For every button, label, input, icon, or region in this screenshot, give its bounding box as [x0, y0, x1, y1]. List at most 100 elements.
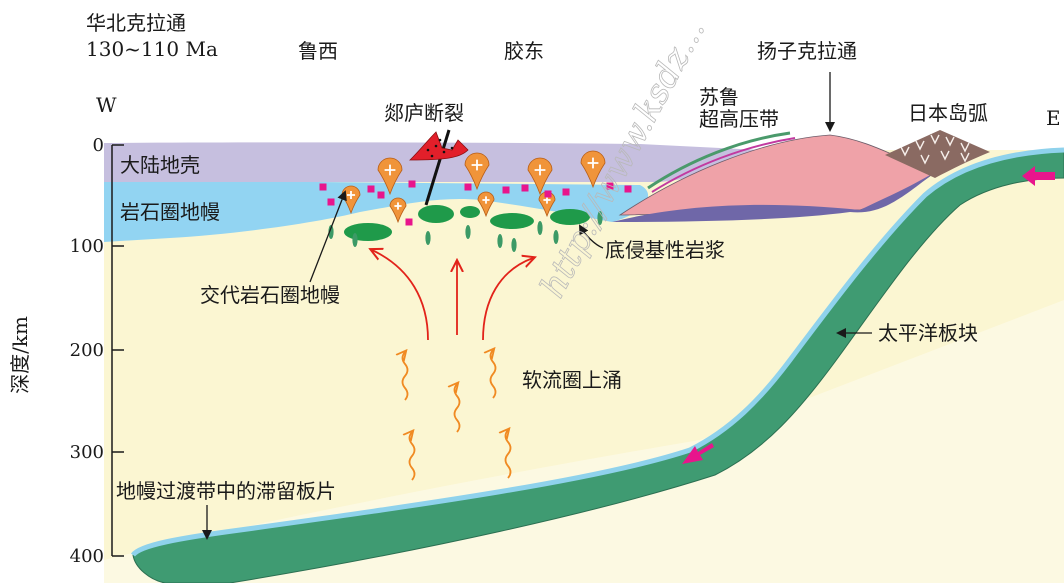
depth-tick-label: 400: [70, 546, 104, 567]
sulu-label-1: 苏鲁: [699, 85, 739, 109]
fault-label: 郯庐断裂: [384, 101, 464, 125]
japan-arc-v-marks: [900, 134, 970, 165]
depth-tick-label: 200: [70, 340, 104, 361]
magenta-square: [377, 191, 385, 199]
small-magma-lens: [465, 225, 471, 239]
pluton-cross: [346, 190, 356, 200]
japan-label: 日本岛弧: [908, 101, 988, 125]
crust-label: 大陆地壳: [120, 153, 200, 177]
sulu-belt: [612, 172, 935, 222]
volcano-dot: [430, 154, 434, 158]
orange-pluton: [464, 152, 490, 191]
small-magma-lens: [497, 234, 503, 248]
japan-v-mark: [920, 154, 930, 165]
tanlu-fault: [424, 129, 451, 206]
lithosphere-label: 岩石圈地幔: [120, 200, 220, 224]
sulu-label-2: 超高压带: [699, 107, 779, 131]
japan-v-mark: [960, 142, 970, 153]
magenta-square: [562, 188, 570, 196]
magma-body-2: [418, 205, 454, 223]
pluton-cross: [587, 157, 599, 169]
japan-v-mark: [940, 150, 950, 161]
orange-plutons: [341, 150, 606, 224]
magma-body-5: [460, 206, 480, 218]
small-magma-lens: [537, 221, 543, 235]
magma-body-3: [490, 213, 534, 229]
pacific-slab-top: [130, 147, 1064, 557]
depth-axis-ticks: 0 100 200 300 400: [70, 135, 124, 567]
orange-pluton: [389, 197, 407, 224]
jiaodong-label: 胶东: [504, 39, 544, 63]
japan-v-mark: [945, 136, 955, 147]
depth-tick-label: 0: [93, 135, 104, 156]
wavy-upwelling-arrow: [455, 384, 461, 433]
pacific-label: 太平洋板块: [878, 321, 978, 345]
magenta-square: [624, 185, 632, 193]
fault-volcano: [409, 131, 469, 161]
underplating-label: 底侵基性岩浆: [605, 238, 725, 262]
small-magma-lens: [597, 211, 603, 225]
magenta-square: [502, 186, 510, 194]
volcano-dot: [450, 146, 454, 150]
red-arrow-right: [482, 258, 533, 341]
luxi-label: 鲁西: [298, 39, 338, 63]
red-arrow-left: [372, 250, 429, 341]
magenta-square: [408, 180, 416, 188]
japan-v-mark: [915, 140, 925, 151]
asthenosphere-upwelling-arrows: [403, 350, 512, 481]
volcano-dot: [442, 150, 446, 154]
pluton-cross: [384, 164, 396, 176]
magenta-squares: [319, 180, 632, 226]
small-magma-lens: [352, 233, 358, 247]
craton-title: 华北克拉通: [86, 11, 186, 35]
magenta-square: [464, 183, 472, 191]
wavy-upwelling-arrow: [410, 432, 416, 481]
magenta-square: [319, 183, 327, 191]
japan-arc: [885, 130, 990, 178]
japan-v-mark: [930, 134, 940, 145]
pluton-cross: [543, 196, 551, 204]
orange-pluton: [477, 191, 495, 218]
slab-motion-arrow-down: [682, 443, 714, 464]
orange-pluton: [377, 157, 403, 196]
pluton-cross: [482, 196, 490, 204]
metasomatized-pointer: [309, 190, 347, 283]
wavy-upwelling-arrow: [506, 430, 512, 479]
orange-pluton: [527, 157, 553, 196]
volcano-dot: [426, 148, 430, 152]
upwelling-label: 软流圈上涌: [522, 368, 622, 392]
magenta-square: [606, 182, 614, 190]
depth-axis-label: 深度/km: [8, 316, 32, 394]
magma-body-4: [550, 209, 590, 225]
lower-white-area: [104, 300, 1064, 583]
depth-tick-label: 300: [70, 442, 104, 463]
magenta-square: [405, 218, 413, 226]
stagnant-slab-label: 地幔过渡带中的滞留板片: [116, 479, 336, 503]
small-magma-lens: [553, 230, 559, 244]
magenta-square: [367, 185, 375, 193]
magenta-square: [544, 190, 552, 198]
sulu-top-magenta: [651, 137, 796, 193]
wavy-upwelling-arrow: [491, 350, 497, 399]
depth-tick-label: 100: [70, 236, 104, 257]
magma-body-1: [344, 223, 392, 241]
japan-v-mark: [960, 152, 970, 163]
magenta-square: [521, 184, 529, 192]
small-magma-lens: [328, 225, 334, 239]
orange-pluton: [580, 150, 606, 189]
small-magma-lens: [511, 238, 517, 252]
pluton-cross: [534, 164, 546, 176]
underplating-pointer: [579, 224, 604, 249]
wavy-upwelling-arrow: [403, 352, 409, 401]
pluton-cross: [394, 202, 402, 210]
magenta-square: [327, 198, 335, 206]
sulu-top-green: [647, 131, 791, 190]
age-label: 130~110 Ma: [86, 37, 218, 61]
slab-motion-arrow-east: [1022, 166, 1055, 186]
small-magma-lenses: [328, 211, 603, 252]
lithospheric-mantle: [104, 180, 649, 242]
volcano-dot: [434, 144, 438, 148]
yangtze-label: 扬子克拉通: [757, 39, 857, 63]
